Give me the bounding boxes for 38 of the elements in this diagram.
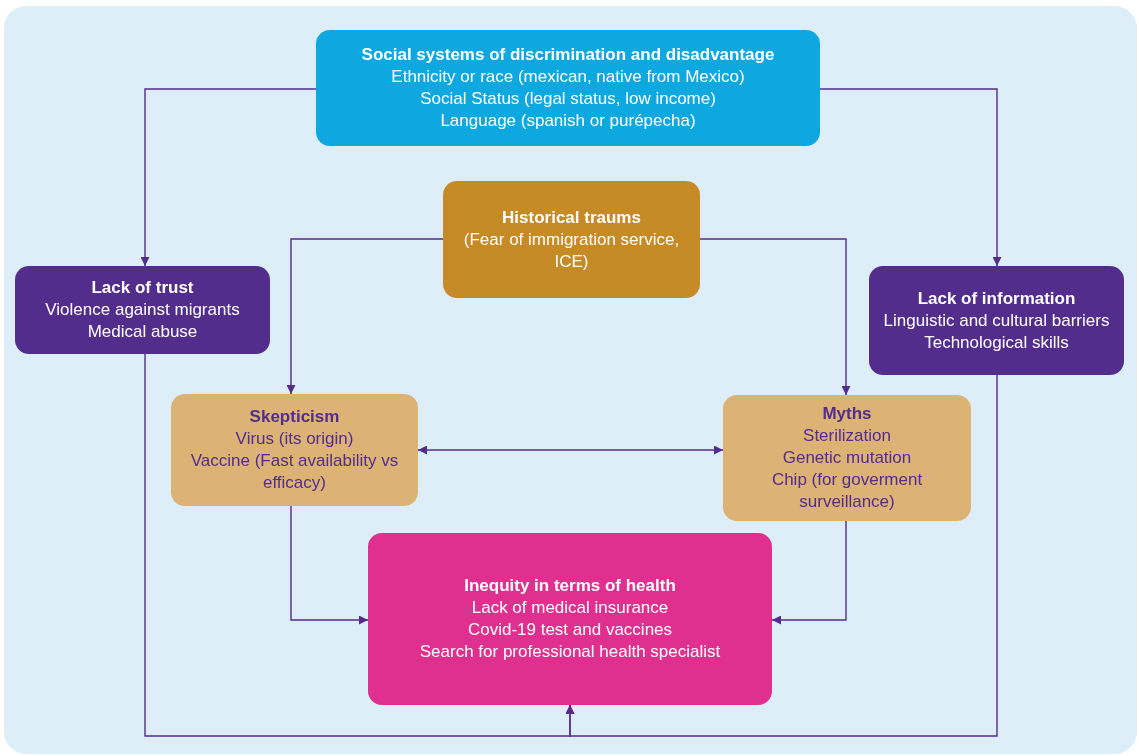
box-heading: Social systems of discrimination and disadvantage	[361, 44, 775, 66]
box-text: Medical abuse	[87, 321, 198, 343]
box-text: Vaccine (Fast availability vs efficacy)	[189, 450, 400, 494]
box-text: Social Status (legal status, low income)	[420, 88, 716, 110]
arrow	[771, 520, 847, 625]
box-heading: Lack of trust	[91, 277, 194, 299]
box-text: Genetic mutation	[782, 447, 912, 469]
box-text: Sterilization	[803, 425, 891, 447]
category-box	[15, 266, 270, 354]
category-box	[171, 394, 418, 506]
arrow	[417, 445, 724, 455]
arrow	[140, 88, 317, 267]
arrow	[565, 374, 998, 737]
outcome-box	[368, 533, 772, 705]
box-text: Violence against migrants	[45, 299, 240, 321]
box-text: Search for professional health specialist	[419, 641, 721, 663]
box-heading: Historical traums	[502, 206, 641, 229]
box-text: Lack of medical insurance	[471, 597, 669, 619]
box-text: Chip (for goverment surveillance)	[770, 469, 924, 513]
arrow	[699, 238, 851, 396]
box-text: Covid-19 test and vaccines	[467, 619, 673, 641]
arrow	[819, 88, 1002, 267]
box-text: Linguistic and cultural barriers	[883, 309, 1110, 332]
box-text: Virus (its origin)	[235, 428, 354, 450]
box-text: (Fear of immigration service, ICE)	[462, 228, 681, 273]
category-box	[723, 395, 971, 521]
category-box	[443, 181, 700, 298]
box-text: Technological skills	[924, 331, 1069, 354]
box-heading: Myths	[822, 403, 872, 425]
category-box	[316, 30, 820, 146]
box-heading: Inequity in terms of health	[464, 575, 676, 597]
box-text: Language (spanish or purépecha)	[440, 110, 696, 132]
category-box	[869, 266, 1124, 375]
box-text: Ethnicity or race (mexican, native from Mexico)	[391, 66, 745, 88]
arrow	[286, 238, 444, 395]
arrow	[290, 505, 369, 625]
box-heading: Skepticism	[249, 406, 340, 428]
box-heading: Lack of information	[917, 287, 1076, 310]
